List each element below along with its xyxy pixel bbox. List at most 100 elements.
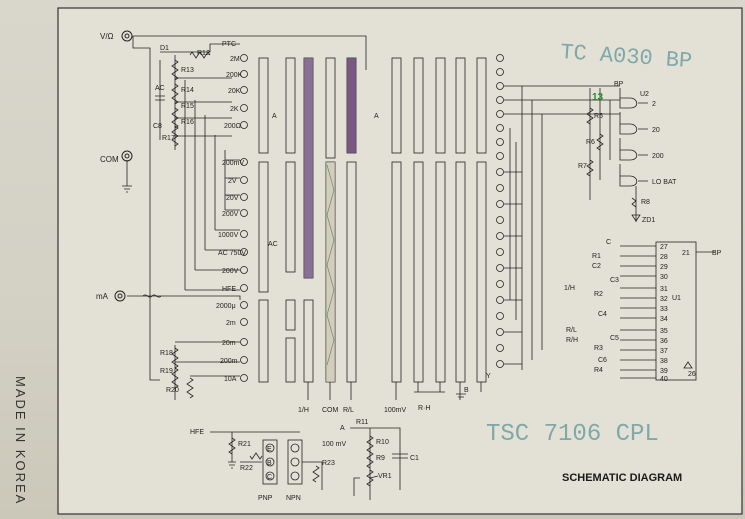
label-r18: R18: [160, 350, 173, 357]
range-20k: 20K: [228, 88, 241, 95]
logic-bp: BP: [614, 81, 624, 88]
range-200ohm: 200Ω: [224, 123, 241, 130]
switch-label-y: Y: [486, 373, 491, 380]
ic-left-label: R3: [594, 345, 603, 352]
label-c8: C8: [153, 123, 162, 130]
ic-left-label: C2: [592, 263, 601, 270]
range-2000u: 2000μ: [216, 303, 236, 310]
ic-pin: 35: [660, 328, 668, 335]
ic-pin: 39: [660, 368, 668, 375]
label-ac: AC: [155, 85, 165, 92]
ic-left-label: R4: [594, 367, 603, 374]
input-label-com: COM: [100, 155, 119, 164]
label-r20: R20: [166, 387, 179, 394]
ic-left-label: C: [606, 239, 611, 246]
range-200m: 200m: [220, 358, 238, 365]
logic-out-2: 2: [652, 101, 656, 108]
ic-left-label: R2: [594, 291, 603, 298]
logic-r6: R6: [586, 139, 595, 146]
logic-r7: R7: [578, 163, 587, 170]
label-r15: R15: [181, 103, 194, 110]
label-r17: R17: [162, 135, 175, 142]
bottom-mv: 100 mV: [322, 441, 346, 448]
transistor-pin-b: B: [267, 460, 272, 467]
bottom-vr1: VR1: [378, 473, 392, 480]
bottom-npn: NPN: [286, 495, 301, 502]
switch-label-rl: R/L: [343, 407, 354, 414]
bottom-r11: R11: [356, 419, 368, 426]
label-r12: R12: [197, 50, 210, 57]
diagram-title: SCHEMATIC DIAGRAM: [562, 472, 682, 484]
bottom-a: A: [340, 425, 345, 432]
label-r19: R19: [160, 368, 173, 375]
bottom-r9: R9: [376, 455, 385, 462]
label-ptc: PTC: [222, 41, 236, 48]
range-hfe: HFE: [222, 286, 236, 293]
input-label-vohm: V/Ω: [100, 32, 114, 41]
ic-pin: 31: [660, 286, 668, 293]
range-ac750v: AC 750V: [218, 250, 246, 257]
ic-pin: 32: [660, 296, 668, 303]
handwritten-green-mark: 13: [592, 92, 604, 103]
switch-label-100mv: 100mV: [384, 407, 407, 414]
ic-left-label: R/H: [566, 337, 578, 344]
ic-u1: 27 28 29 30 31 32 33 34 35 36 37 38 39 4…: [564, 239, 722, 383]
range-20v: 20V: [226, 195, 239, 202]
highlight-wafer-3: [326, 162, 335, 382]
ic-pin: 38: [660, 358, 668, 365]
range-2v: 2V: [228, 178, 237, 185]
ic-pin-right-label: BP: [712, 250, 722, 257]
ic-pin-right: 21: [682, 250, 690, 257]
ic-pin: 40: [660, 376, 668, 383]
input-jacks: [114, 30, 133, 302]
transistor-pin-c: C: [267, 474, 272, 481]
ic-pin: 27: [660, 244, 668, 251]
bottom-pnp: PNP: [258, 495, 273, 502]
ic-pin: 30: [660, 274, 668, 281]
ic-pin: 36: [660, 338, 668, 345]
switch-label-a1: A: [272, 113, 277, 120]
bottom-r22: R22: [240, 465, 253, 472]
switch-label-1h: 1/H: [298, 407, 309, 414]
range-2m: 2M: [230, 56, 240, 63]
switch-label-rh: R·H: [418, 405, 430, 412]
bottom-r23: R23: [322, 460, 335, 467]
ic-left-label: 1/H: [564, 285, 575, 292]
ic-name: U1: [672, 295, 681, 302]
ic-pin: 37: [660, 348, 668, 355]
ic-left-label: C4: [598, 311, 607, 318]
logic-r8: R8: [641, 199, 650, 206]
ic-pin: 33: [660, 306, 668, 313]
wafer-hatch: [326, 164, 335, 366]
bottom-r10: R10: [376, 439, 389, 446]
range-2m-a: 2m: [226, 320, 236, 327]
label-d1: D1: [160, 45, 169, 52]
range-200mv: 200mV: [222, 160, 245, 167]
switch-label-ac: AC: [268, 241, 278, 248]
logic-r5: R5: [594, 113, 603, 120]
ic-left-label: C5: [610, 335, 619, 342]
range-10a: 10A: [224, 376, 237, 383]
ic-left-label: R/L: [566, 327, 577, 334]
transistor-pin-e: E: [267, 446, 272, 453]
ic-pin: 29: [660, 264, 668, 271]
range-200v-ac: 200V: [222, 268, 239, 275]
ic-left-label: C6: [598, 357, 607, 364]
switch-label-a2: A: [374, 113, 379, 120]
label-r13: R13: [181, 67, 194, 74]
logic-out-lobat: LO BAT: [652, 179, 677, 186]
logic-zd1: ZD1: [642, 217, 655, 224]
switch-label-com: COM: [322, 407, 339, 414]
side-text: MADE IN KOREA: [13, 376, 28, 505]
logic-out-20: 20: [652, 127, 660, 134]
bottom-c1: C1: [410, 455, 419, 462]
ic-pin-bottom: 26: [688, 371, 696, 378]
switch-label-b: B: [464, 387, 469, 394]
range-1000v: 1000V: [218, 232, 239, 239]
logic-u2: U2: [640, 91, 649, 98]
input-label-ma: mA: [96, 292, 109, 301]
highlight-wafer-2: [347, 58, 356, 153]
range-200v: 200V: [222, 211, 239, 218]
